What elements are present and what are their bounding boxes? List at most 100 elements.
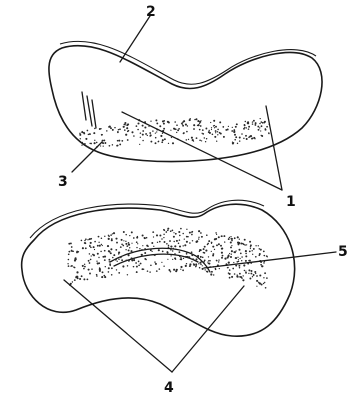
stipple-dot xyxy=(244,270,245,271)
stipple-dot xyxy=(240,276,242,278)
stipple-dot xyxy=(121,239,123,241)
stipple-dot xyxy=(264,282,265,283)
stipple-dot xyxy=(181,123,182,124)
stipple-dot xyxy=(87,146,89,148)
stipple-dot xyxy=(258,254,260,256)
stipple-dot xyxy=(136,266,138,268)
stipple-dot xyxy=(244,127,245,128)
stipple-dot xyxy=(96,261,97,262)
stipple-dot xyxy=(123,240,124,241)
stipple-dot xyxy=(234,139,236,141)
stipple-dot xyxy=(115,238,117,240)
stipple-dot xyxy=(232,141,233,142)
stipple-dot xyxy=(208,130,209,131)
stipple-dot xyxy=(149,135,151,137)
stipple-dot xyxy=(128,249,130,251)
stipple-dot xyxy=(91,268,93,270)
stipple-dot xyxy=(168,143,169,144)
stipple-dot xyxy=(199,129,201,131)
stipple-dot xyxy=(256,280,258,282)
stipple-dot xyxy=(109,261,110,262)
stipple-dot xyxy=(136,247,137,248)
stipple-dot xyxy=(73,251,74,252)
stipple-dot xyxy=(208,240,210,242)
stipple-dot xyxy=(198,238,199,239)
stipple-dot xyxy=(199,123,200,124)
stipple-dot xyxy=(250,244,252,246)
stipple-dot xyxy=(238,249,240,251)
stipple-dot xyxy=(261,135,262,136)
stipple-dot xyxy=(86,278,88,280)
stipple-dot xyxy=(206,271,208,273)
stipple-dot xyxy=(119,128,121,130)
stipple-dot xyxy=(104,236,105,237)
stipple-dot xyxy=(231,250,233,252)
stipple-dot xyxy=(113,232,115,234)
stipple-dot xyxy=(249,136,251,138)
stipple-dot xyxy=(206,234,208,236)
stipple-dot xyxy=(179,245,181,247)
stipple-dot xyxy=(99,128,101,130)
stipple-dot xyxy=(248,269,250,271)
stipple-dot xyxy=(159,268,161,270)
stipple-dot xyxy=(90,259,92,261)
stipple-dot xyxy=(239,258,240,259)
stipple-dot xyxy=(257,126,259,128)
stipple-dot xyxy=(99,270,101,272)
stipple-dot xyxy=(208,131,210,133)
stipple-dot xyxy=(205,141,206,142)
stipple-dot xyxy=(245,250,247,252)
stipple-dot xyxy=(173,241,174,242)
stipple-dot xyxy=(211,251,212,252)
stipple-dot xyxy=(68,253,70,255)
stipple-dot xyxy=(209,260,211,262)
stipple-dot xyxy=(228,262,230,264)
stipple-dot xyxy=(156,270,158,272)
stipple-dot xyxy=(133,258,135,260)
stipple-dot xyxy=(196,118,198,120)
stipple-dot xyxy=(105,266,106,267)
stipple-dot xyxy=(163,234,164,235)
stipple-dot xyxy=(168,245,170,247)
stipple-dot xyxy=(161,238,163,240)
stipple-dot xyxy=(174,253,176,255)
stipple-dot xyxy=(221,248,223,250)
stipple-dot xyxy=(133,266,135,268)
stipple-dot xyxy=(150,249,152,251)
stipple-dot xyxy=(227,257,229,259)
stipple-dot xyxy=(222,255,224,257)
stipple-dot xyxy=(126,260,127,261)
stipple-dot xyxy=(144,126,146,128)
stipple-dot xyxy=(219,121,221,123)
stipple-dot xyxy=(231,245,232,246)
stipple-dot xyxy=(89,245,91,247)
stipple-dot xyxy=(237,143,238,144)
stipple-dot xyxy=(258,245,259,246)
stipple-dot xyxy=(178,231,180,233)
label-3: 3 xyxy=(58,174,68,190)
stipple-dot xyxy=(241,260,242,261)
stipple-dot xyxy=(167,121,169,123)
stipple-dot xyxy=(260,264,262,266)
stipple-dot xyxy=(264,255,265,256)
stipple-dot xyxy=(175,259,176,260)
stipple-dot xyxy=(89,262,91,264)
stipple-dot xyxy=(245,255,247,257)
stipple-dot xyxy=(239,267,240,268)
stipple-dot xyxy=(191,254,193,256)
stipple-dot xyxy=(238,261,240,263)
stipple-dot xyxy=(128,260,130,262)
stipple-dot xyxy=(100,145,101,146)
stipple-dot xyxy=(104,250,106,252)
lower-bean-shape xyxy=(22,200,295,336)
stipple-dot xyxy=(144,252,146,254)
stipple-dot xyxy=(129,235,130,236)
stipple-dot xyxy=(155,119,157,121)
stipple-dot xyxy=(192,258,194,260)
stipple-dot xyxy=(223,136,225,138)
stipple-dot xyxy=(240,243,242,245)
stipple-dot xyxy=(121,140,123,142)
stipple-dot xyxy=(216,234,217,235)
stipple-dot xyxy=(193,128,195,130)
